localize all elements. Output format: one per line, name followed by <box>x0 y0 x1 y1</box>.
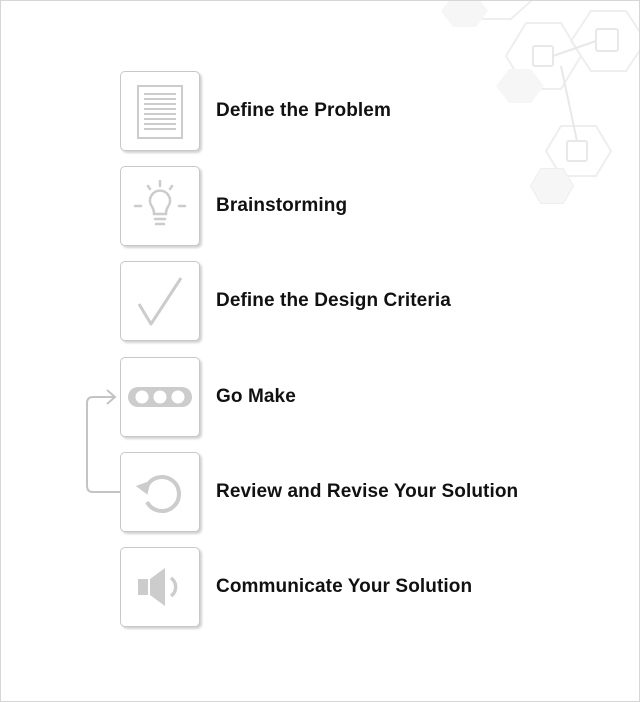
step-label: Define the Design Criteria <box>216 290 451 311</box>
step-icon-box <box>120 357 200 437</box>
step-icon-box <box>120 166 200 246</box>
step-label: Go Make <box>216 386 296 407</box>
step-brainstorming: Brainstorming <box>120 166 580 246</box>
step-design-criteria: Define the Design Criteria <box>120 261 580 341</box>
lightbulb-icon <box>133 179 187 226</box>
step-communicate: Communicate Your Solution <box>120 547 580 627</box>
step-icon-box <box>120 452 200 532</box>
document-icon <box>137 85 183 139</box>
step-label: Brainstorming <box>216 195 348 216</box>
step-label: Communicate Your Solution <box>216 576 473 597</box>
step-define-problem: Define the Problem <box>120 71 580 151</box>
step-icon-box <box>120 261 200 341</box>
step-label: Define the Problem <box>216 100 391 121</box>
three-dots-icon <box>128 387 192 407</box>
refresh-icon <box>135 475 181 513</box>
step-icon-box <box>120 547 200 627</box>
step-review-revise: Review and Revise Your Solution <box>120 452 580 532</box>
checkmark-icon <box>137 277 183 326</box>
step-label: Review and Revise Your Solution <box>216 481 519 502</box>
speaker-icon <box>138 568 178 606</box>
step-icon-box <box>120 71 200 151</box>
step-go-make: Go Make <box>120 357 580 437</box>
